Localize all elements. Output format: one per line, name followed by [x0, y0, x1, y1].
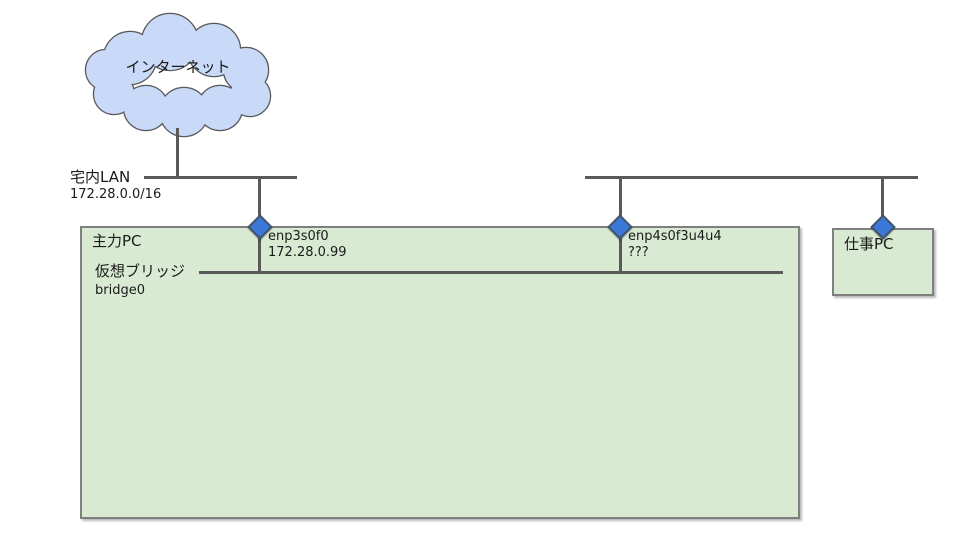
lan-trunk-line-right [585, 176, 918, 179]
internet-cloud-label: インターネット [125, 58, 231, 76]
bridge-device-label: bridge0 [95, 283, 145, 298]
interface-device-enp4s0f3u4u4: enp4s0f3u4u4 [628, 229, 722, 244]
lan-subnet-label: 172.28.0.0/16 [70, 187, 162, 202]
interface-address-enp4s0f3u4u4: ??? [628, 245, 649, 260]
lan-trunk-line-left [144, 176, 297, 179]
cloud-shape [84, 12, 272, 138]
interface-address-enp3s0f0: 172.28.0.99 [268, 245, 347, 260]
main-pc-label: 主力PC [92, 232, 142, 250]
main-pc-box [80, 226, 800, 519]
internet-cloud [78, 12, 280, 140]
lan-name-label: 宅内LAN [70, 168, 131, 186]
internet-uplink-line [176, 128, 179, 178]
virtual-bridge-label: 仮想ブリッジ [95, 262, 186, 280]
virtual-bridge-line [199, 271, 783, 274]
interface-device-enp3s0f0: enp3s0f0 [268, 229, 329, 244]
drop-line-work-pc [881, 178, 884, 229]
work-pc-label: 仕事PC [844, 235, 894, 253]
